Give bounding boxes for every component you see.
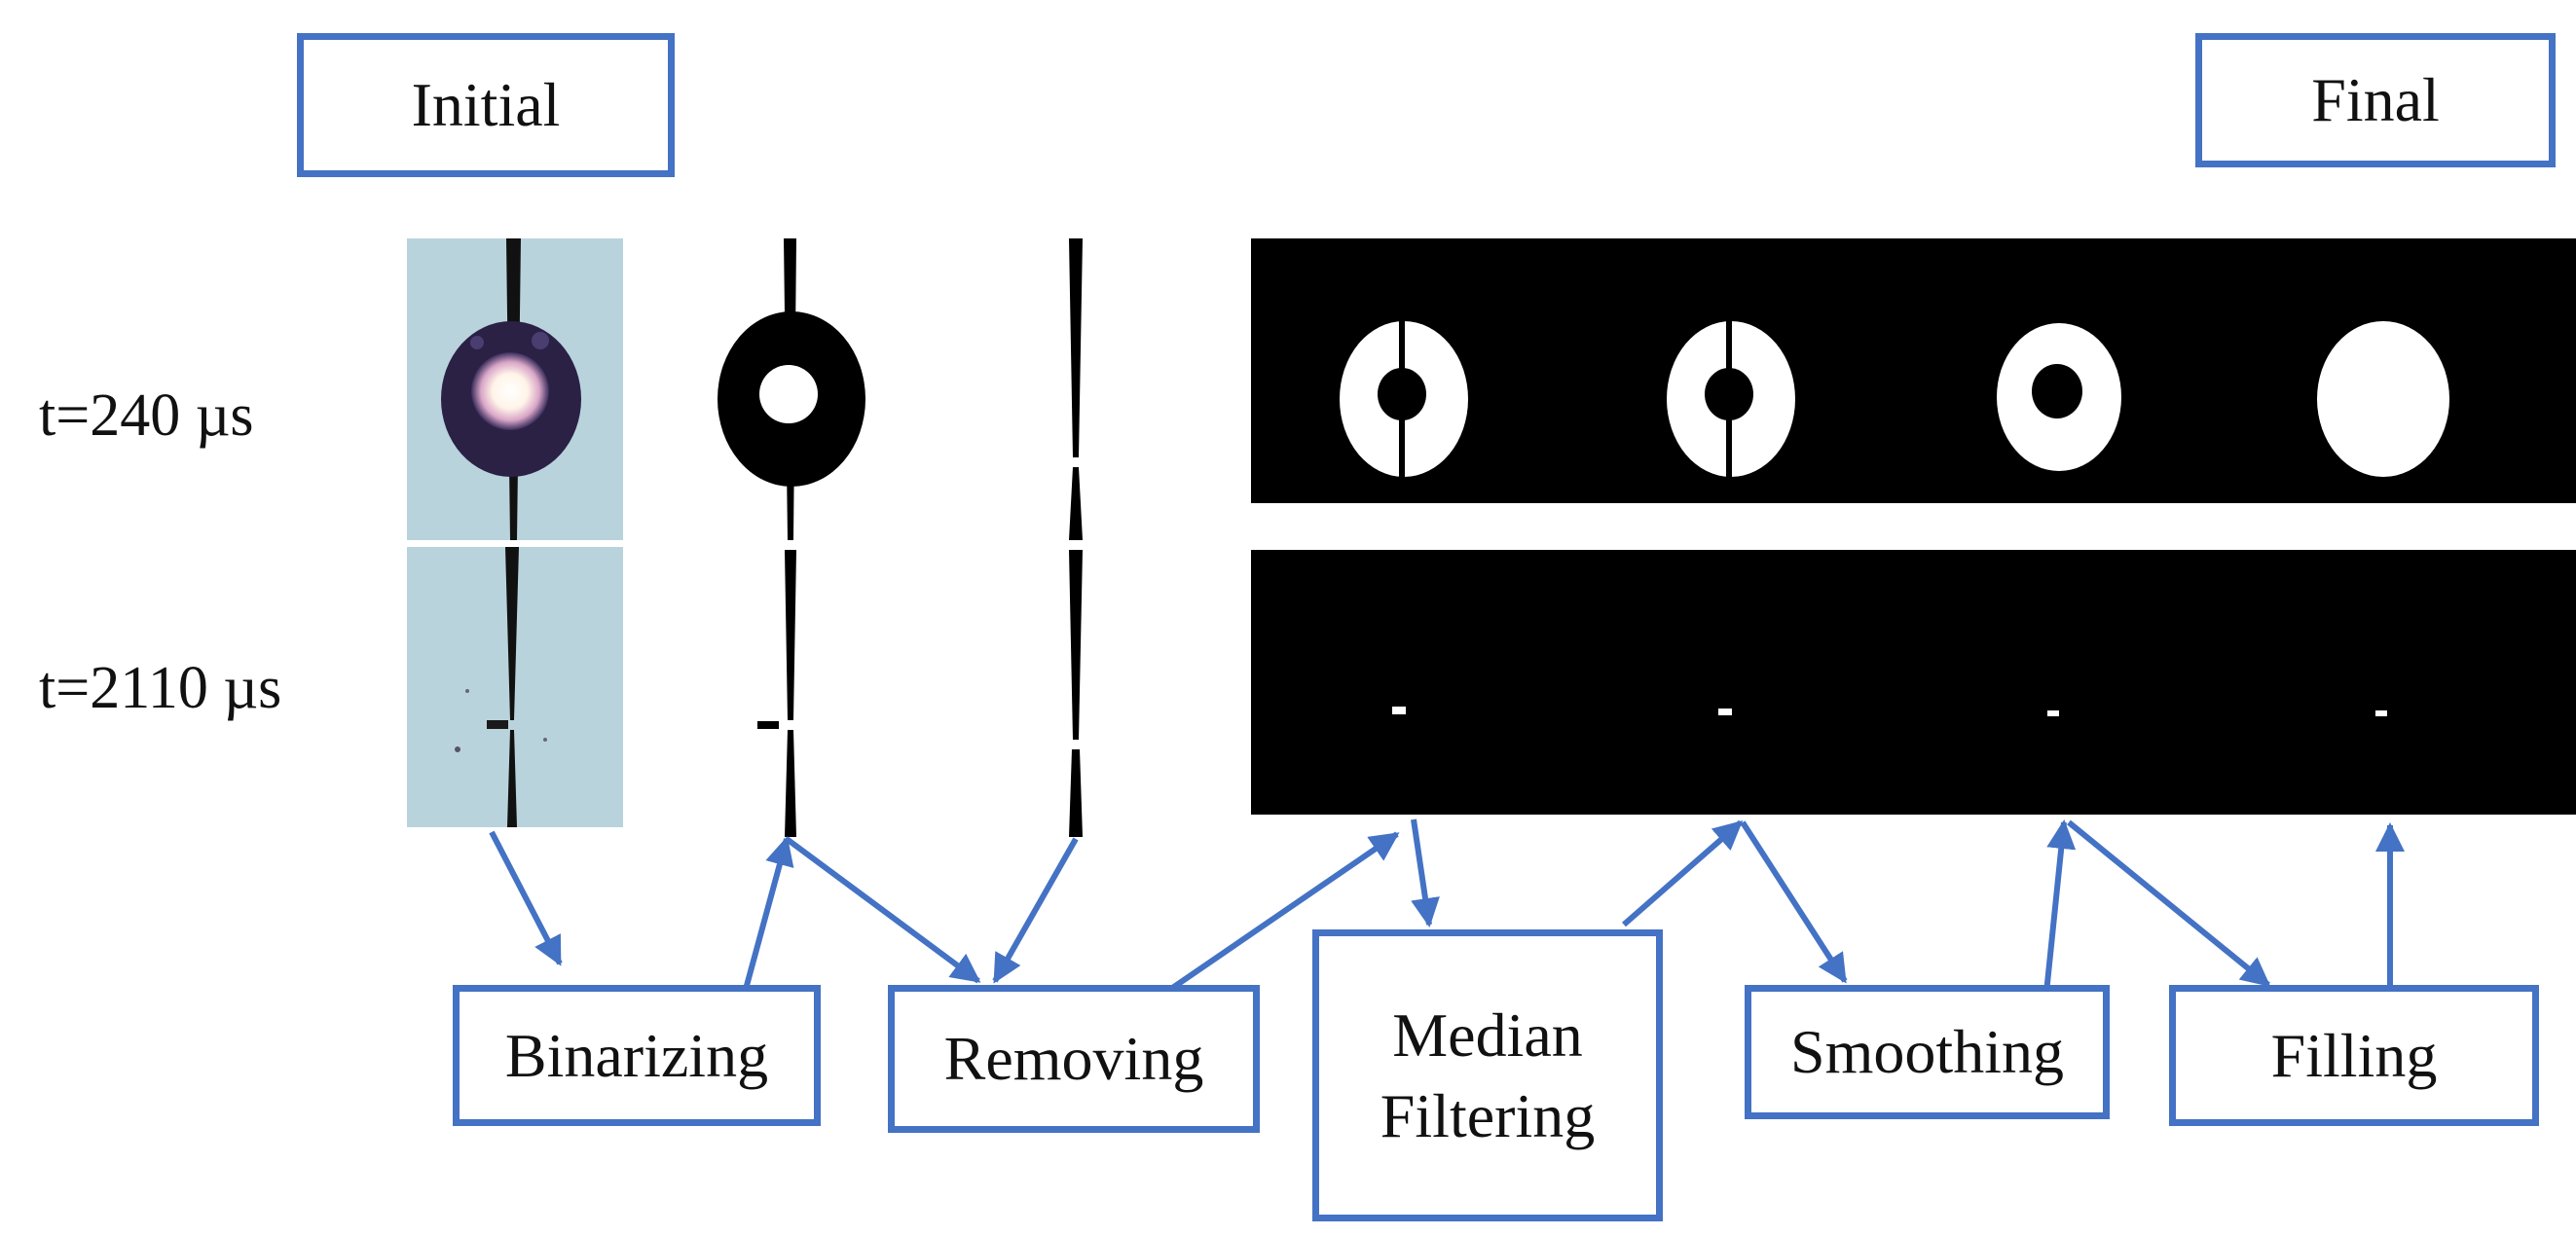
initial-label: Initial xyxy=(411,70,561,140)
arrow-binarizing-to-binarized xyxy=(742,836,794,994)
filled-t2110 xyxy=(2375,710,2387,716)
removed-t240 xyxy=(1069,238,1083,540)
median-filtering-box: Median Filtering xyxy=(1312,929,1663,1221)
smoothing-label: Smoothing xyxy=(1790,1017,2064,1087)
median-filtered-t240 xyxy=(1340,307,1468,477)
filtering-label: Filtering xyxy=(1380,1081,1596,1150)
smoothed-t240-b xyxy=(1997,323,2121,471)
binarized-t2110 xyxy=(757,550,796,837)
smoothed-t2110-a xyxy=(1718,709,1732,715)
smoothed-t2110-b xyxy=(2047,710,2059,716)
final-label: Final xyxy=(2311,65,2440,135)
arrow-removed-to-removing xyxy=(992,837,1079,984)
initial-box: Initial xyxy=(297,33,675,177)
filling-label: Filling xyxy=(2270,1020,2438,1090)
filling-box: Filling xyxy=(2169,985,2539,1126)
arrow-smoothing-to-smoothed xyxy=(2043,819,2077,994)
removed-t2110 xyxy=(1069,550,1083,837)
arrow-original-to-binarizing xyxy=(489,830,563,966)
row-label-t2110: t=2110 µs xyxy=(39,655,282,721)
median-label: Median xyxy=(1392,1000,1583,1070)
removing-box: Removing xyxy=(888,985,1260,1133)
arrow-panel-to-median xyxy=(1411,818,1440,927)
removing-label: Removing xyxy=(943,1024,1204,1094)
smoothing-box: Smoothing xyxy=(1745,985,2110,1119)
binarizing-label: Binarizing xyxy=(504,1020,769,1090)
binarizing-box: Binarizing xyxy=(453,985,821,1126)
arrow-smoothed-to-smoothing xyxy=(1740,820,1848,984)
final-box: Final xyxy=(2195,33,2556,167)
arrow-binarized-to-removing xyxy=(785,836,981,984)
smoothed-t240-a xyxy=(1667,321,1795,477)
filled-t240 xyxy=(2317,321,2449,477)
original-photo-t240 xyxy=(407,238,623,540)
row-label-t240: t=240 µs xyxy=(39,382,254,449)
arrow-removing-to-panel xyxy=(1166,831,1400,994)
original-photo-t2110 xyxy=(407,547,623,827)
binarized-t240 xyxy=(718,238,865,540)
arrow-median-to-smoothed xyxy=(1622,819,1744,927)
median-filtered-t2110 xyxy=(1392,707,1406,714)
arrow-smoothed-to-filling xyxy=(2067,819,2271,988)
processed-panel-t2110 xyxy=(1251,550,2576,815)
